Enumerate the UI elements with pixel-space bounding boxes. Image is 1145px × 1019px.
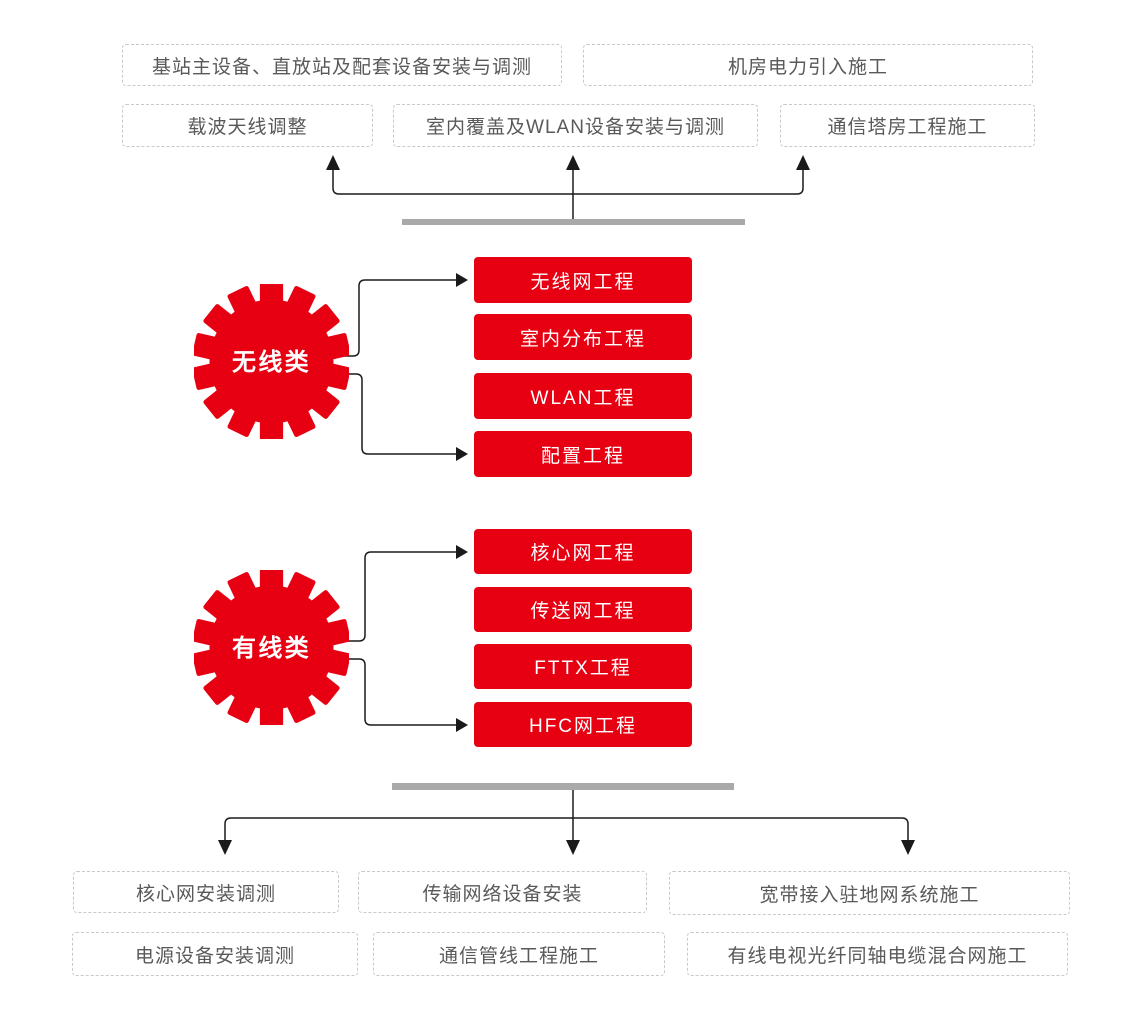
top-box-base-station-equipment: 基站主设备、直放站及配套设备安装与调测	[122, 44, 562, 86]
divider-bar-top	[402, 219, 745, 225]
bottom-box-pipeline-engineering: 通信管线工程施工	[373, 932, 665, 976]
divider-bar-bottom	[392, 783, 734, 790]
gear-wireless-label: 无线类	[232, 349, 311, 376]
wireless-item-configuration: 配置工程	[474, 431, 692, 477]
top-box-power-introduction: 机房电力引入施工	[583, 44, 1033, 86]
wireless-item-radio-network: 无线网工程	[474, 257, 692, 303]
bottom-box-transmission-equipment: 传输网络设备安装	[358, 871, 647, 913]
gear-wired-icon: 有线类	[194, 570, 349, 725]
bottom-box-broadband-access: 宽带接入驻地网系统施工	[669, 871, 1070, 915]
bottom-box-power-equipment: 电源设备安装调测	[72, 932, 358, 976]
wired-item-transport-network: 传送网工程	[474, 587, 692, 632]
bottom-box-catv-hybrid: 有线电视光纤同轴电缆混合网施工	[687, 932, 1068, 976]
wireless-item-wlan: WLAN工程	[474, 373, 692, 419]
top-box-carrier-antenna: 载波天线调整	[122, 104, 373, 147]
wired-item-core-network: 核心网工程	[474, 529, 692, 574]
bottom-box-core-install: 核心网安装调测	[73, 871, 339, 913]
wireless-item-indoor-distribution: 室内分布工程	[474, 314, 692, 360]
top-box-indoor-wlan: 室内覆盖及WLAN设备安装与调测	[393, 104, 758, 147]
gear-wired-label: 有线类	[232, 635, 311, 662]
top-box-tower-room: 通信塔房工程施工	[780, 104, 1035, 147]
gear-wireless-icon: 无线类	[194, 284, 349, 439]
wired-item-fttx: FTTX工程	[474, 644, 692, 689]
wired-item-hfc: HFC网工程	[474, 702, 692, 747]
